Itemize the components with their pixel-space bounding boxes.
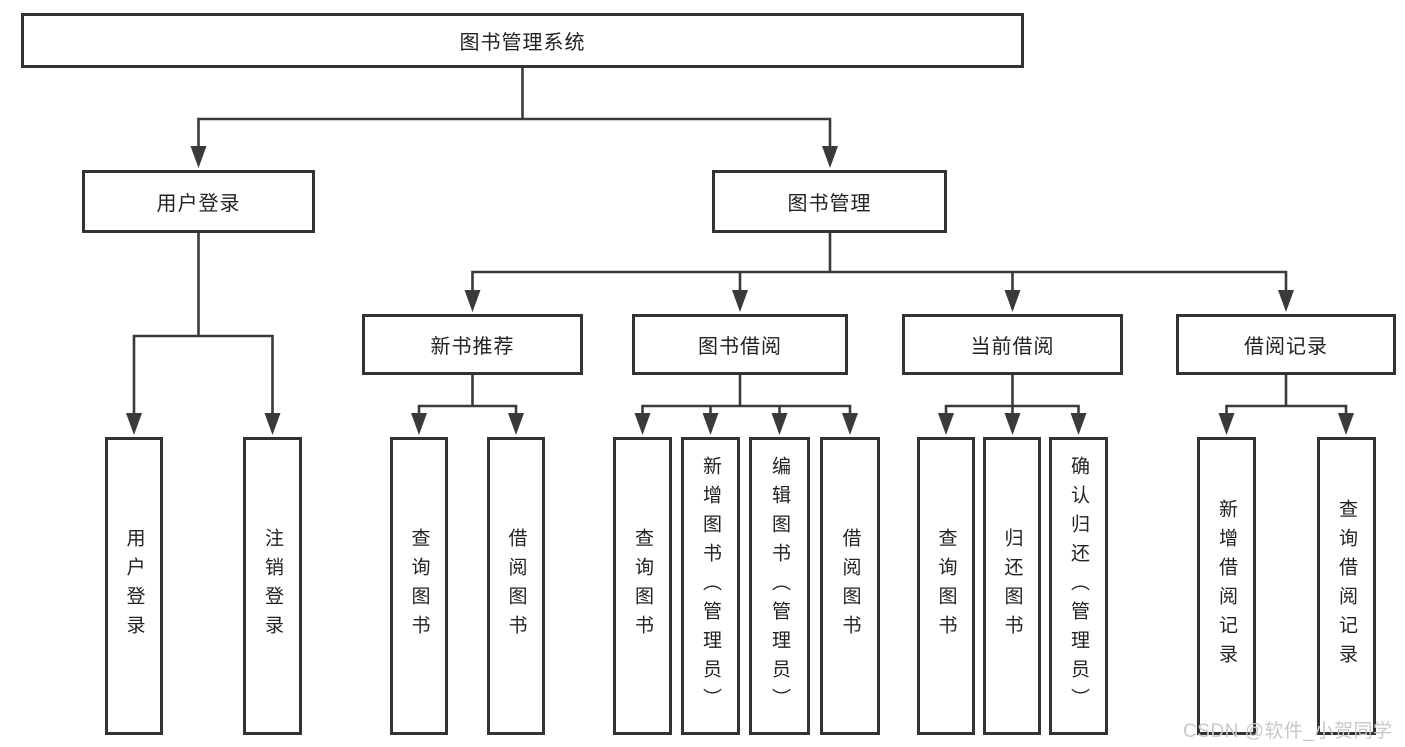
node-book-borrow: 图书借阅 [632,314,848,375]
leaf-add-borrow-record: 新增借阅记录 [1197,437,1256,735]
connector-user-login [126,233,281,435]
leaf-logout: 注销登录 [243,437,302,735]
leaf-query-book-borrow: 查询图书 [613,437,672,735]
node-current-borrow: 当前借阅 [902,314,1123,375]
node-book-management-branch: 图书管理 [712,170,947,233]
leaf-confirm-return-admin: 确认归还（管理员） [1049,437,1108,735]
connector-borrow-record [1218,375,1354,435]
leaf-query-book-recommend: 查询图书 [390,437,448,735]
node-borrow-record: 借阅记录 [1176,314,1396,375]
connector-book-borrow [634,375,858,435]
watermark: CSDN @软件_小贺同学 [1183,721,1393,742]
connector-book-management [464,233,1294,312]
leaf-add-book-admin: 新增图书（管理员） [681,437,740,735]
leaf-query-book-current: 查询图书 [917,437,975,735]
node-user-login-branch: 用户登录 [82,170,315,233]
connector-current-borrow [938,375,1087,435]
connector-new-book [411,375,524,435]
leaf-borrow-book-recommend: 借阅图书 [487,437,545,735]
leaf-edit-book-admin: 编辑图书（管理员） [749,437,810,735]
connector-root [190,68,838,168]
leaf-borrow-book: 借阅图书 [820,437,880,735]
leaf-query-borrow-record: 查询借阅记录 [1317,437,1376,735]
leaf-user-login: 用户登录 [105,437,163,735]
leaf-return-book: 归还图书 [983,437,1041,735]
node-root-library-system: 图书管理系统 [21,13,1024,68]
node-new-book-recommend: 新书推荐 [362,314,583,375]
